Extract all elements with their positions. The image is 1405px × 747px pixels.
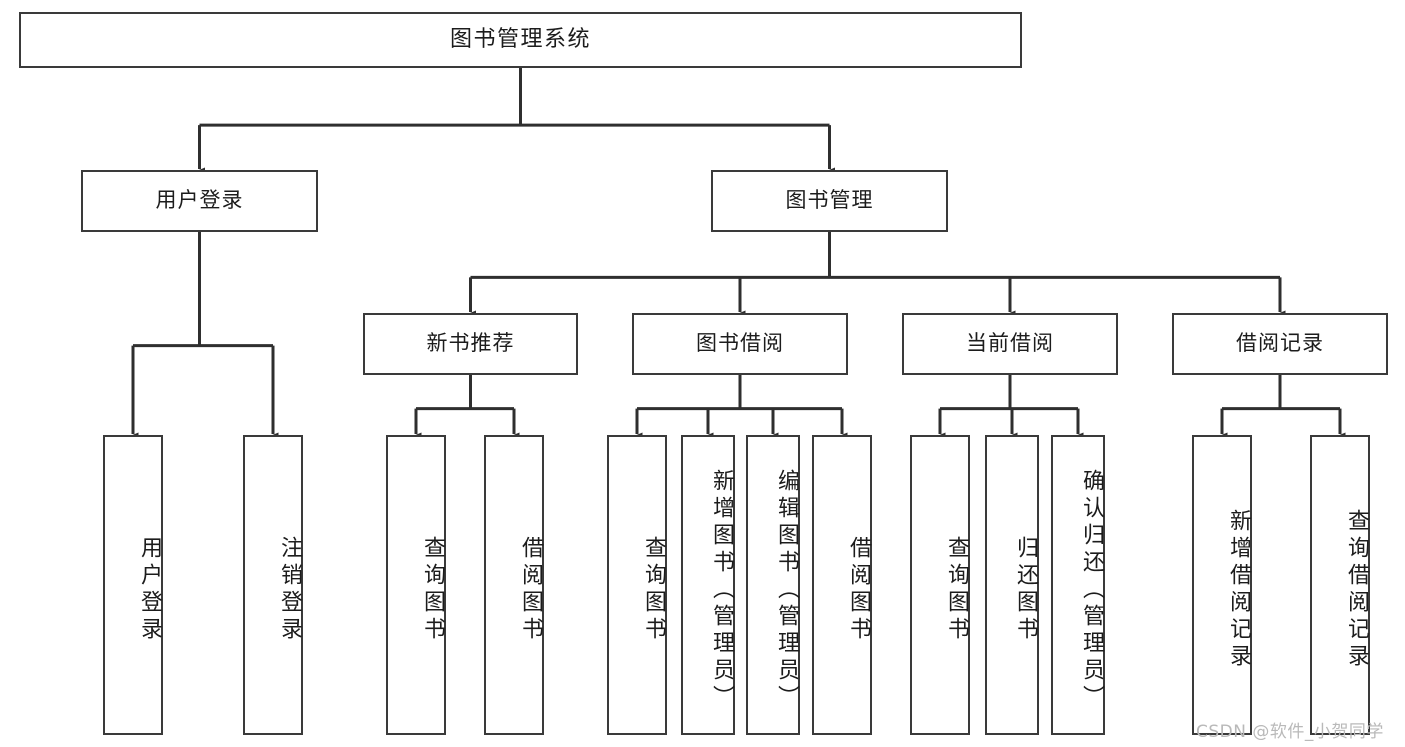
node-leaf-query-record[interactable]: 查询借阅记录 <box>1310 435 1370 735</box>
watermark-text: CSDN @软件_小贺同学 <box>1196 722 1384 742</box>
node-label: 图书管理 <box>785 188 874 213</box>
node-label: 借阅图书 <box>518 536 543 644</box>
node-book-borrow[interactable]: 图书借阅 <box>632 313 848 375</box>
node-label: 查询图书 <box>641 536 666 644</box>
node-label: 注销登录 <box>277 536 302 644</box>
node-leaf-query-book-rec[interactable]: 查询图书 <box>386 435 446 735</box>
node-label: 编辑图书（管理员） <box>774 468 799 712</box>
node-leaf-return-book[interactable]: 归还图书 <box>985 435 1039 735</box>
node-label: 确认归还（管理员） <box>1079 468 1104 712</box>
node-label: 查询借阅记录 <box>1344 509 1369 671</box>
node-new-book-recommend[interactable]: 新书推荐 <box>363 313 578 375</box>
node-label: 用户登录 <box>155 188 244 213</box>
node-current-borrow[interactable]: 当前借阅 <box>902 313 1118 375</box>
node-label: 当前借阅 <box>966 331 1054 356</box>
node-label: 新增图书（管理员） <box>709 468 734 712</box>
node-leaf-add-record[interactable]: 新增借阅记录 <box>1192 435 1252 735</box>
node-label: 借阅图书 <box>846 536 871 644</box>
node-label: 查询图书 <box>420 536 445 644</box>
node-root[interactable]: 图书管理系统 <box>19 12 1022 68</box>
node-label: 图书管理系统 <box>449 26 591 52</box>
node-label: 归还图书 <box>1013 536 1038 644</box>
node-label: 图书借阅 <box>696 331 784 356</box>
node-leaf-query-book-cur[interactable]: 查询图书 <box>910 435 970 735</box>
node-user-login[interactable]: 用户登录 <box>81 170 318 232</box>
node-label: 借阅记录 <box>1236 331 1324 356</box>
node-leaf-query-book-borrow[interactable]: 查询图书 <box>607 435 667 735</box>
node-label: 用户登录 <box>137 536 162 644</box>
node-label: 查询图书 <box>944 536 969 644</box>
node-borrow-record[interactable]: 借阅记录 <box>1172 313 1388 375</box>
node-leaf-add-book[interactable]: 新增图书（管理员） <box>681 435 735 735</box>
node-leaf-borrow-book[interactable]: 借阅图书 <box>812 435 872 735</box>
node-leaf-user-logout[interactable]: 注销登录 <box>243 435 303 735</box>
node-leaf-edit-book[interactable]: 编辑图书（管理员） <box>746 435 800 735</box>
node-label: 新书推荐 <box>426 331 515 356</box>
node-leaf-confirm-return[interactable]: 确认归还（管理员） <box>1051 435 1105 735</box>
node-leaf-user-login[interactable]: 用户登录 <box>103 435 163 735</box>
node-label: 新增借阅记录 <box>1226 509 1251 671</box>
node-book-manage[interactable]: 图书管理 <box>711 170 948 232</box>
node-leaf-borrow-book-rec[interactable]: 借阅图书 <box>484 435 544 735</box>
